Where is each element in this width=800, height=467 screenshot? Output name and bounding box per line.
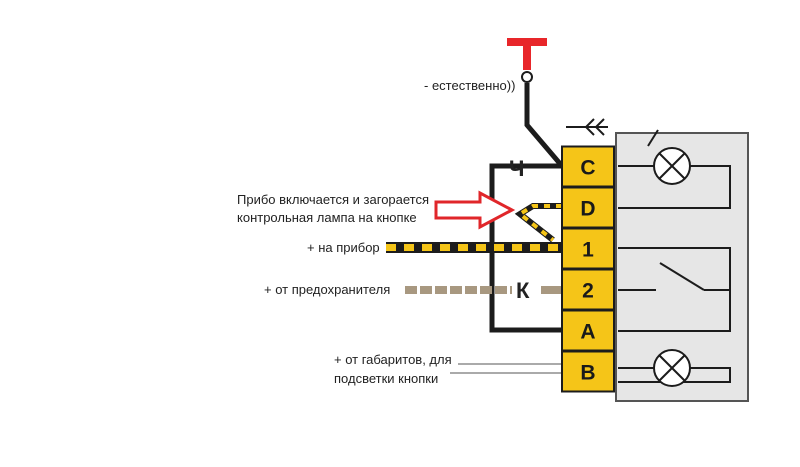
pin-label-1: 1 xyxy=(582,239,594,262)
lamp-bottom-icon xyxy=(653,349,691,387)
label-device-on-line2: контрольная лампа на кнопке xyxy=(237,210,417,225)
jumper-wire-stripes xyxy=(516,204,562,242)
pin-label-a: A xyxy=(580,321,595,344)
connector-arrow-icon xyxy=(566,118,608,136)
ground-wire xyxy=(524,83,564,168)
pin-c xyxy=(561,145,615,188)
label-naturally: - естественно)) xyxy=(424,78,515,93)
ground-symbol xyxy=(507,38,547,83)
device-wire xyxy=(386,242,562,253)
pin-label-2: 2 xyxy=(582,280,594,303)
pin-label-d: D xyxy=(580,198,595,221)
label-from-lights-line1: + от габаритов, для xyxy=(334,352,452,367)
pin-1 xyxy=(561,227,615,270)
pin-d xyxy=(561,186,615,229)
label-device-on-line1: Прибо включается и загорается xyxy=(237,192,429,207)
pin-a xyxy=(561,309,615,352)
label-to-device: + на прибор xyxy=(307,240,380,255)
red-arrow-icon xyxy=(434,190,516,230)
wire-letter-k: К xyxy=(516,278,530,303)
pin-block: CD 1 2AB xyxy=(561,145,615,393)
pin-label-c: C xyxy=(580,157,595,180)
pin-b xyxy=(561,350,615,393)
wire-letter-ch: Ч xyxy=(509,156,524,181)
label-from-lights-line2: подсветки кнопки xyxy=(334,371,438,386)
pin-label-b: B xyxy=(580,362,595,385)
lamp-top-icon xyxy=(653,147,691,185)
label-from-fuse: + от предохранителя xyxy=(264,282,390,297)
pin-2 xyxy=(561,268,615,311)
